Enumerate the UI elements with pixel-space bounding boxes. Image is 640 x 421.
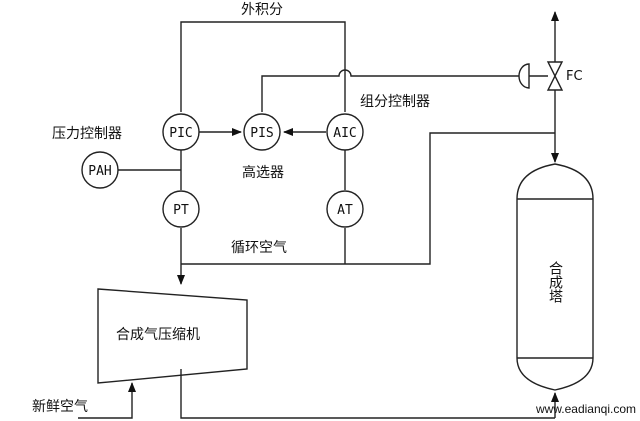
recycle-air-label: 循环空气: [231, 240, 287, 256]
high-selector-label: 高选器: [242, 164, 284, 181]
component-controller-label: 组分控制器: [360, 94, 430, 110]
at-tag: AT: [337, 203, 353, 218]
external-integral-label: 外积分: [241, 2, 283, 18]
pt-circle: [162, 190, 200, 228]
valve-actuator-icon: [518, 63, 530, 89]
pis-circle: [243, 113, 281, 151]
fresh-air-line: [78, 398, 133, 419]
compressor-icon: [97, 288, 248, 384]
aic-tag: AIC: [333, 126, 356, 141]
pah-circle: [81, 151, 119, 189]
external-integral-line: [180, 21, 346, 112]
pt-tag: PT: [173, 203, 189, 218]
tower-label: 合成塔: [547, 261, 563, 303]
compressor-outlet-line: [180, 369, 555, 419]
aic-circle: [326, 113, 364, 151]
control-valve-icon: [546, 61, 564, 91]
fc-label: FC: [566, 69, 583, 84]
at-circle: [326, 190, 364, 228]
pic-circle: [162, 113, 200, 151]
watermark: www.eadianqi.com: [535, 402, 636, 416]
fresh-air-label: 新鲜空气: [32, 399, 88, 415]
pis-output-line: [261, 69, 520, 112]
pic-tag: PIC: [169, 126, 192, 141]
pah-tag: PAH: [88, 164, 111, 179]
compressor-label: 合成气压缩机: [116, 327, 200, 343]
pressure-controller-label: 压力控制器: [52, 126, 122, 142]
recycle-air-line: [181, 132, 555, 265]
pis-tag: PIS: [250, 126, 273, 141]
